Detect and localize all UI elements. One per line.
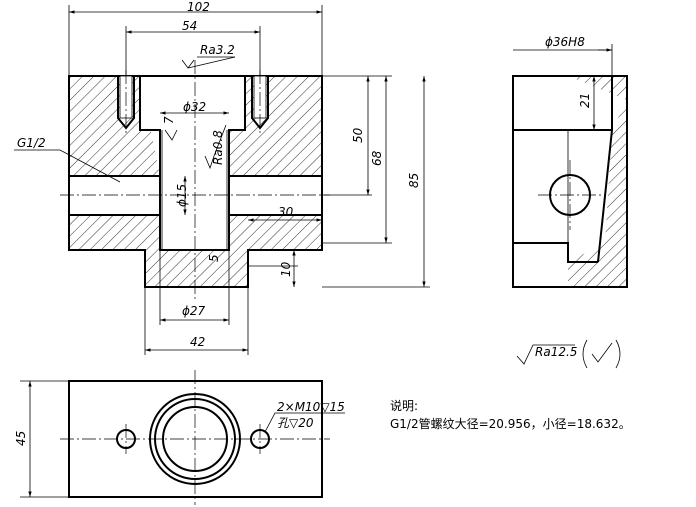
ra32-label: Ra3.2 xyxy=(200,43,235,57)
hole-callout: 孔▽20 xyxy=(277,416,314,430)
front-dimensions: 102 54 Ra3.2 ϕ32 7 Ra0.8 ϕ15 G1/2 50 68 … xyxy=(14,0,430,355)
bore-clear xyxy=(161,130,228,250)
g12-leader xyxy=(14,149,121,183)
roughness-general: Ra12.5 xyxy=(535,345,577,359)
ra08-label: Ra0.8 xyxy=(211,130,225,165)
bore-top-clear xyxy=(141,77,244,129)
side-view: ϕ36H8 21 xyxy=(512,35,628,288)
ra32-symbol xyxy=(181,56,236,69)
dim-85: 85 xyxy=(407,173,421,188)
dim-phi27: ϕ27 xyxy=(182,304,206,318)
thread-callout: 2×M10▽15 xyxy=(277,400,345,414)
notes-title: 说明: xyxy=(390,398,418,413)
side-outline xyxy=(512,75,628,288)
dim-42: 42 xyxy=(190,335,205,349)
dim-phi36h8: ϕ36H8 xyxy=(545,35,585,49)
dim-68: 68 xyxy=(370,150,384,166)
thread-g12: G1/2 xyxy=(17,136,46,150)
dim-10: 10 xyxy=(279,261,293,277)
roughness-symbol xyxy=(516,344,575,365)
plan-view: 45 2×M10▽15 孔▽20 xyxy=(14,370,345,505)
dim-21: 21 xyxy=(578,93,592,108)
section-hatch xyxy=(69,76,322,287)
bore-inner xyxy=(161,130,228,250)
dim-5: 5 xyxy=(207,254,221,262)
ra08-symbol xyxy=(204,124,227,170)
dim-50: 50 xyxy=(351,127,365,143)
side-inner xyxy=(513,76,613,263)
check-symbol xyxy=(591,342,613,363)
port-left-clear xyxy=(70,177,159,214)
general-roughness: Ra12.5 xyxy=(516,339,621,369)
tap-leader xyxy=(264,412,345,433)
dim-phi32: ϕ32 xyxy=(183,100,206,114)
dim-45: 45 xyxy=(14,431,28,446)
dim-30: 30 xyxy=(278,205,294,219)
front-section-view xyxy=(60,60,330,300)
bore-outline xyxy=(139,76,246,251)
dim-phi15: ϕ15 xyxy=(175,184,189,207)
ra-small-symbol xyxy=(164,129,178,141)
dim-54: 54 xyxy=(182,19,197,33)
paren-right xyxy=(615,339,621,369)
dim-7: 7 xyxy=(162,116,176,124)
port-outline xyxy=(69,175,322,216)
notes-text: G1/2管螺纹大径=20.956，小径=18.632。 xyxy=(390,416,631,431)
paren-left xyxy=(582,339,588,369)
port-right-clear xyxy=(230,177,321,214)
notes-block: 说明: G1/2管螺纹大径=20.956，小径=18.632。 xyxy=(390,398,631,431)
dim-102: 102 xyxy=(187,0,210,14)
